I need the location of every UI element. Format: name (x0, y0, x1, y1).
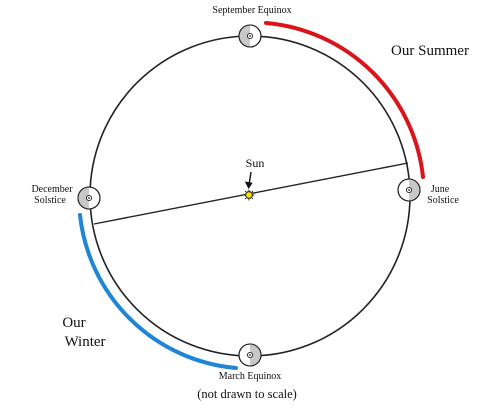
june-solstice-label-line2: Solstice (427, 195, 459, 206)
earth-december-solstice-icon (77, 186, 101, 210)
our-summer-label: Our Summer (391, 43, 469, 59)
december-solstice-label-line2: Solstice (34, 195, 66, 206)
earth-september-equinox-icon (238, 24, 262, 48)
not-to-scale-note: (not drawn to scale) (197, 387, 297, 401)
june-solstice-label-line1: June (431, 184, 450, 195)
our-winter-label-line1: Our (62, 315, 85, 331)
march-equinox-label: March Equinox (219, 371, 282, 382)
sun-label: Sun (246, 156, 265, 170)
winter-arc (78, 213, 238, 370)
december-solstice-label-line1: December (31, 184, 73, 195)
sun-pointer-arrow (244, 171, 253, 189)
sun-icon (243, 189, 255, 201)
earth-june-solstice-icon (397, 178, 421, 202)
summer-arc (264, 21, 425, 179)
september-equinox-label: September Equinox (212, 5, 291, 16)
earth-march-equinox-icon (238, 343, 262, 367)
our-winter-label-line2: Winter (64, 334, 105, 350)
